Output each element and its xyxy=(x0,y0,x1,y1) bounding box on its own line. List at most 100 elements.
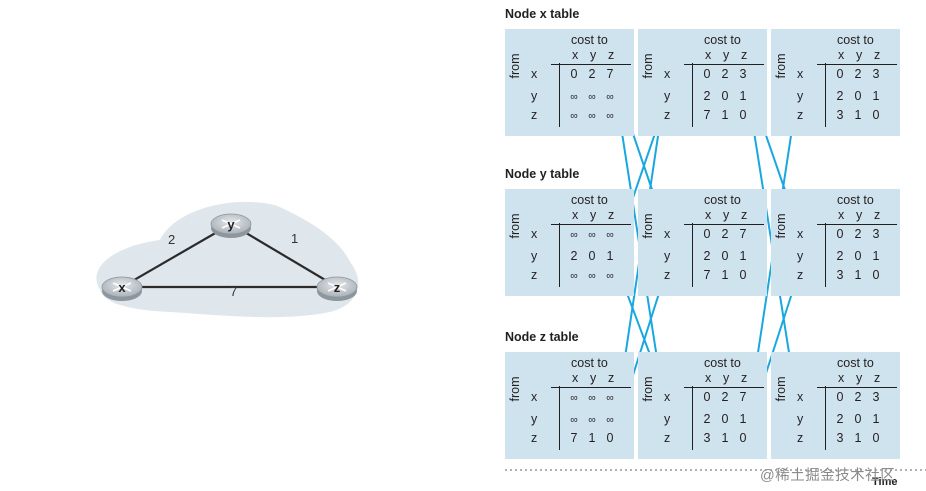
from-label: from xyxy=(641,213,655,239)
row-header: y xyxy=(664,412,671,426)
table-divider xyxy=(684,387,764,388)
table-cell: 0 xyxy=(739,431,747,445)
column-header: x xyxy=(838,371,845,385)
link-edge xyxy=(230,223,338,288)
row-header: y xyxy=(797,89,804,103)
table-cell: ∞ xyxy=(570,110,578,122)
router-icon xyxy=(327,282,347,292)
table-divider xyxy=(825,63,826,127)
column-header: x xyxy=(705,371,712,385)
column-header: y xyxy=(723,208,730,222)
table-cell: 1 xyxy=(854,268,862,282)
column-header: z xyxy=(874,208,881,222)
table-cell: 2 xyxy=(854,390,862,404)
column-header: z xyxy=(741,208,748,222)
table-cell: ∞ xyxy=(588,110,596,122)
table-cell: 2 xyxy=(703,249,711,263)
column-header: y xyxy=(856,371,863,385)
cost-to-label: cost to xyxy=(571,33,608,47)
column-header: z xyxy=(608,208,615,222)
table-cell: 2 xyxy=(570,249,578,263)
from-label: from xyxy=(774,376,788,402)
row-header: z xyxy=(797,108,804,122)
table-divider xyxy=(825,386,826,450)
row-header: z xyxy=(797,268,804,282)
row-header: y xyxy=(531,412,538,426)
router-label: x xyxy=(118,280,126,295)
row-header: x xyxy=(664,67,671,81)
row-header: z xyxy=(531,431,538,445)
cost-to-label: cost to xyxy=(837,33,874,47)
table-cell: 3 xyxy=(836,431,844,445)
table-cell: 2 xyxy=(854,67,862,81)
table-cell: 3 xyxy=(872,227,880,241)
column-header: y xyxy=(856,48,863,62)
from-label: from xyxy=(508,213,522,239)
table-cell: ∞ xyxy=(606,229,614,241)
row-header: y xyxy=(664,89,671,103)
table-cell: 0 xyxy=(588,249,596,263)
column-header: y xyxy=(723,371,730,385)
table-cell: 0 xyxy=(854,249,862,263)
row-header: z xyxy=(797,431,804,445)
table-cell: 0 xyxy=(872,268,880,282)
table-cell: 0 xyxy=(721,249,729,263)
table-cell: 0 xyxy=(854,89,862,103)
table-cell: 1 xyxy=(588,431,596,445)
table-cell: 0 xyxy=(836,227,844,241)
table-cell: ∞ xyxy=(606,270,614,282)
table-divider xyxy=(684,224,764,225)
table-divider xyxy=(817,387,897,388)
row-header: x xyxy=(664,227,671,241)
table-cell: 1 xyxy=(739,89,747,103)
router-label: y xyxy=(227,217,235,232)
cost-to-label: cost to xyxy=(704,33,741,47)
table-divider xyxy=(551,64,631,65)
row-header: y xyxy=(797,249,804,263)
table-cell: 0 xyxy=(872,108,880,122)
table-cell: 7 xyxy=(570,431,578,445)
table-cell: 0 xyxy=(854,412,862,426)
table-cell: ∞ xyxy=(588,270,596,282)
row-header: y xyxy=(531,249,538,263)
table-cell: 1 xyxy=(872,412,880,426)
table-cell: 0 xyxy=(703,67,711,81)
table-cell: 3 xyxy=(836,108,844,122)
table-cell: 3 xyxy=(703,431,711,445)
table-divider xyxy=(817,64,897,65)
table-cell: 3 xyxy=(872,67,880,81)
row-header: z xyxy=(531,108,538,122)
row-header: x xyxy=(531,67,538,81)
from-label: from xyxy=(508,376,522,402)
cost-to-label: cost to xyxy=(571,356,608,370)
table-cell: 1 xyxy=(872,89,880,103)
from-label: from xyxy=(508,53,522,79)
node-table-title: Node z table xyxy=(505,330,579,344)
table-cell: 0 xyxy=(570,67,578,81)
table-cell: 1 xyxy=(606,249,614,263)
table-cell: 2 xyxy=(703,412,711,426)
table-cell: ∞ xyxy=(606,414,614,426)
column-header: x xyxy=(572,371,579,385)
table-cell: 3 xyxy=(872,390,880,404)
row-header: x xyxy=(531,227,538,241)
table-cell: 2 xyxy=(854,227,862,241)
table-cell: ∞ xyxy=(570,414,578,426)
row-header: x xyxy=(797,390,804,404)
table-divider xyxy=(559,223,560,287)
table-cell: 3 xyxy=(836,268,844,282)
table-cell: 2 xyxy=(836,412,844,426)
table-divider xyxy=(684,64,764,65)
table-cell: ∞ xyxy=(570,270,578,282)
node-table-title: Node x table xyxy=(505,7,580,21)
cost-to-label: cost to xyxy=(571,193,608,207)
column-header: z xyxy=(874,48,881,62)
table-cell: 7 xyxy=(606,67,614,81)
node-table-title: Node y table xyxy=(505,167,580,181)
watermark: @稀土掘金技术社区 xyxy=(760,468,896,484)
